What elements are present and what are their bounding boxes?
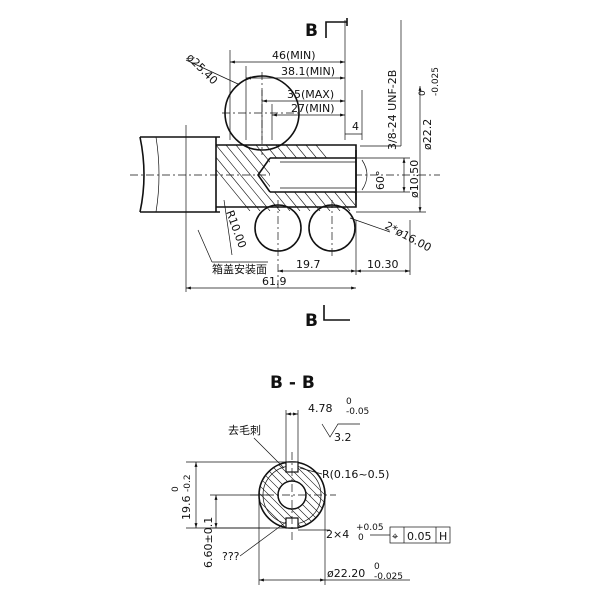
dim-diameter-tol-lower: -0.025 (374, 572, 403, 582)
tolerance-frame: ⌖ 0.05 H (370, 526, 451, 544)
dim-diameter-tol-upper: 0 (374, 562, 380, 572)
dim-46-min: 46(MIN) (272, 49, 316, 62)
dim-dia-22-tol-upper: 0 (418, 90, 428, 96)
dim-dia-25: ø25.40 (184, 51, 220, 87)
dim-holes: 2*ø16.00 (383, 219, 434, 254)
dim-dia-10: ø10.50 (408, 160, 421, 198)
dim-35-max: 35(MAX) (287, 88, 334, 101)
note-mount-face: 箱盖安装面 (212, 262, 267, 276)
dim-61-9: 61.9 (262, 275, 287, 288)
tol-value: 0.05 (407, 530, 432, 543)
dim-height: 19.6 (180, 496, 193, 521)
note-deburr: 去毛刺 (228, 424, 261, 437)
section-marker-top: B (305, 18, 348, 41)
dim-height-tol-lower: -0.2 (183, 474, 193, 492)
section-view: B - B 4.78 0 -0.05 3.2 去毛刺 R(0.1 (171, 373, 451, 585)
dim-offset: 6.60±0.1 (202, 517, 215, 568)
dim-height-tol-upper: 0 (171, 486, 181, 492)
dim-keyway-tol-lower: -0.05 (346, 407, 369, 417)
dim-key-depth-tol-lower: 0 (358, 533, 364, 543)
section-label-bottom: B (305, 311, 318, 331)
dim-key-depth: 2×4 (326, 528, 349, 541)
dim-radius: R(0.16~0.5) (322, 468, 389, 481)
dim-dia-22-tol-lower: -0.025 (431, 67, 441, 96)
dim-19-7: 19.7 (296, 258, 321, 271)
roughness-value: 3.2 (334, 431, 352, 444)
dim-38-min: 38.1(MIN) (281, 65, 335, 78)
section-label-top: B (305, 21, 318, 41)
dim-keyway-width: 4.78 (308, 402, 333, 415)
dim-4: 4 (352, 120, 359, 133)
dim-diameter: ø22.20 (327, 567, 365, 580)
dim-10-30: 10.30 (367, 258, 399, 271)
top-view: B (130, 18, 441, 331)
dim-27-min: 27(MIN) (291, 102, 335, 115)
section-marker-bottom: B (305, 305, 350, 331)
section-title: B - B (270, 373, 315, 393)
ring-section (250, 452, 336, 540)
label-unknown: ??? (222, 550, 240, 563)
datum-label: H (439, 530, 447, 543)
dim-dia-22: ø22.2 (421, 119, 434, 150)
dim-keyway-tol-upper: 0 (346, 397, 352, 407)
position-tolerance-icon: ⌖ (392, 530, 398, 543)
dim-key-depth-tol-upper: +0.05 (356, 523, 384, 533)
thread-spec: 3/8-24 UNF-2B (386, 70, 399, 150)
dim-angle-60: 60° (374, 171, 387, 191)
dim-radius-10: R10.00 (223, 209, 249, 250)
